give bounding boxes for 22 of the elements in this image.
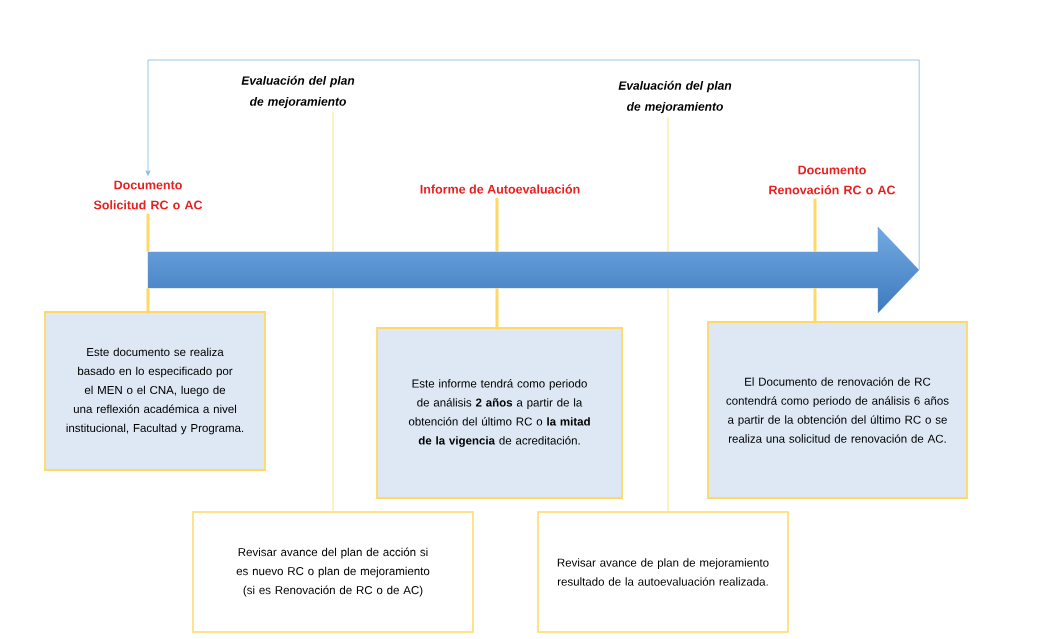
connector-line [813,198,817,252]
milestone-title: Evaluación del plan de mejoramiento [618,80,732,114]
arrow [145,59,920,271]
milestone-title: Documento Renovación RC o AC [769,165,896,195]
connector-line [332,287,334,512]
timeline-arrow [147,226,920,314]
connector-line [146,213,150,252]
connector-line [332,111,334,253]
milestone-title: Documento Solicitud RC o AC [93,180,203,210]
note-box: Revisar avance del plan de acción si es nuevo RC o plan de mejoramiento (si es Renovación de RC o de AC) [192,511,474,633]
description-box: Este informe tendrá como periodo de análisis 2 años a partir de la obtención del último RC o la mitad de la vigencia de acreditación. [376,327,623,499]
note-box: Revisar avance de plan de mejoramiento resultado de la autoevaluación realizada. [537,511,789,633]
connector-line [667,287,669,512]
connector-line [146,288,150,312]
milestone-title: Evaluación del plan de mejoramiento [241,75,355,109]
description-box: El Documento de renovación de RC contendrá como periodo de análisis 6 años a partir de la obtención del último RC o se realiza una solicitud de renovación de AC. [707,321,968,499]
milestone-title: Informe de Autoevaluación [420,184,580,194]
connector-line [495,197,499,252]
connector-line [495,288,499,328]
connector-line [813,288,817,322]
connector-line [667,116,669,253]
description-box: Este documento se realiza basado en lo especificado por el MEN o el CNA, luego de una reflexión académica a nivel institucional, Facultad y Programa. [44,311,266,471]
